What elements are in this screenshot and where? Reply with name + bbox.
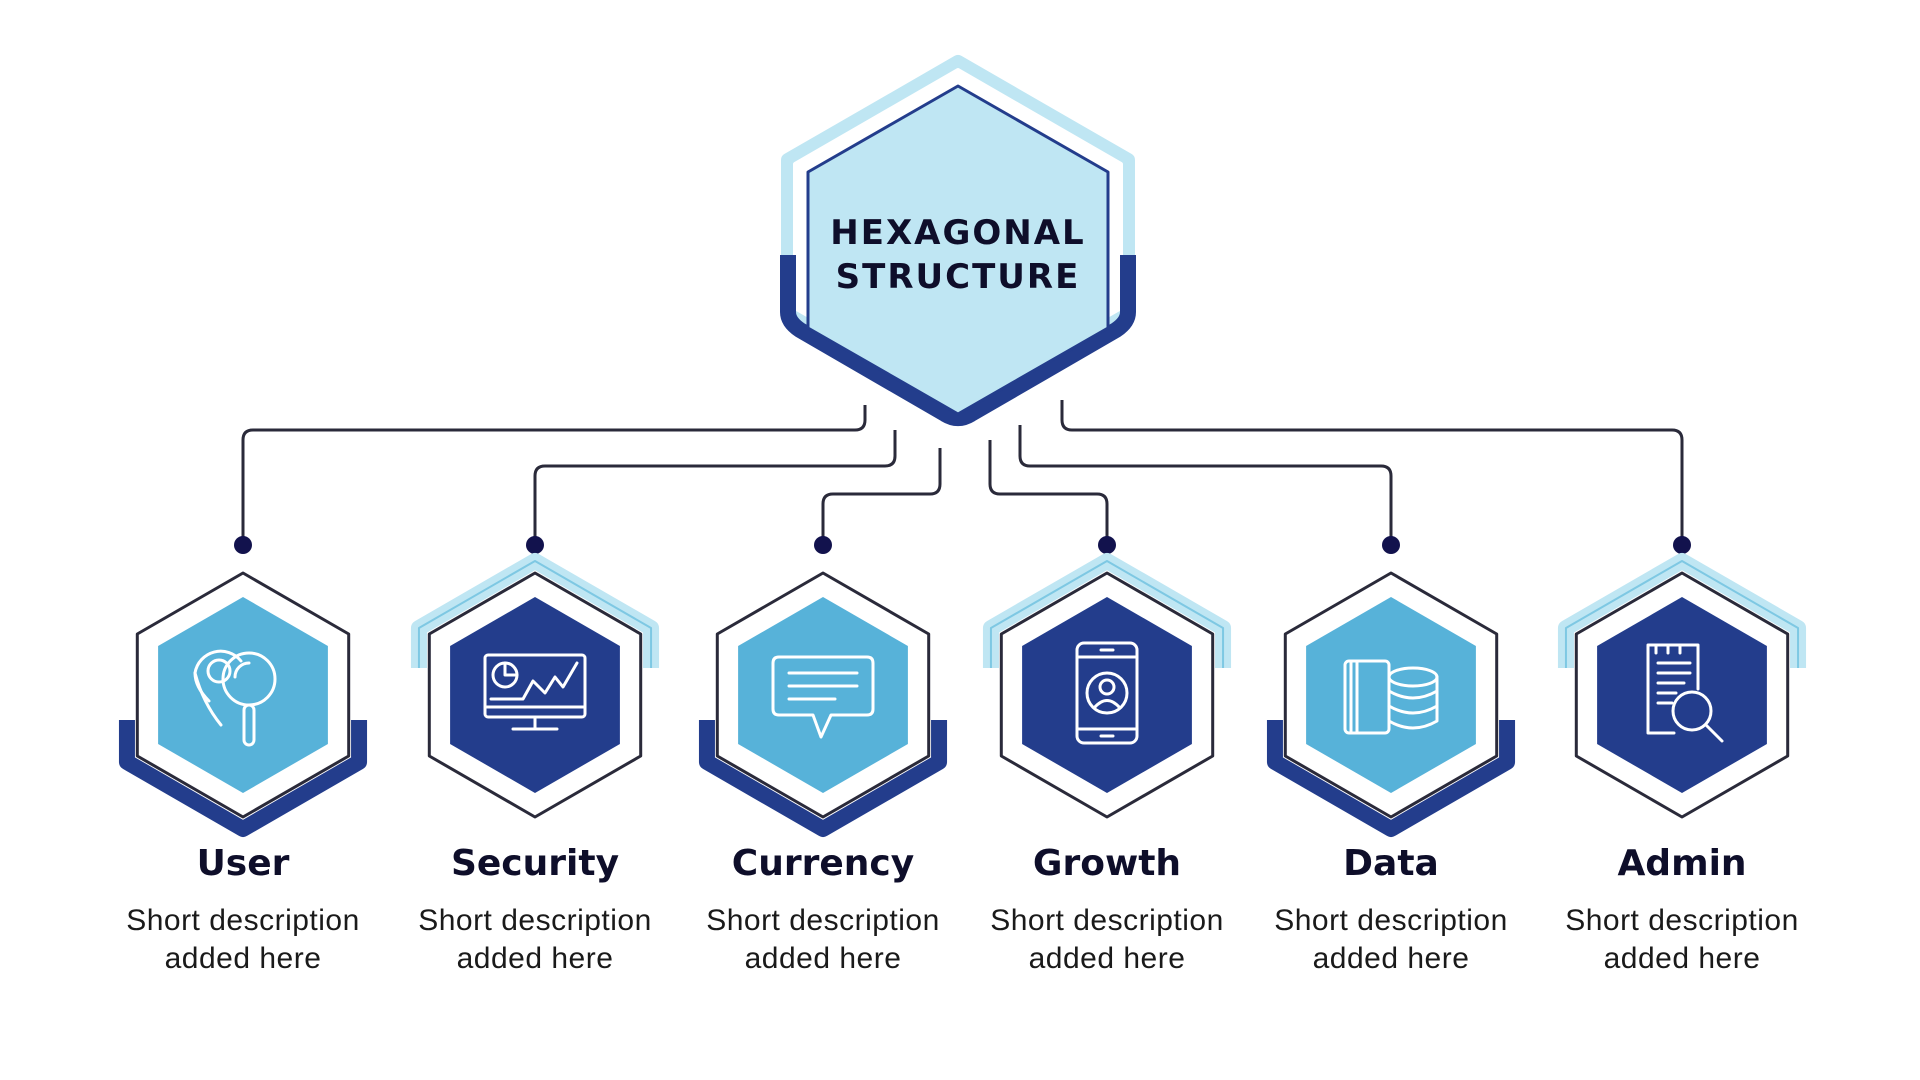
node-top-bracket-edge	[417, 560, 653, 668]
connector-admin	[1060, 400, 1684, 545]
node-desc-line2: added here	[165, 942, 322, 975]
node-title: User	[197, 843, 290, 884]
node-bottom-bracket	[1266, 720, 1516, 837]
node-desc-line1: Short description	[1274, 904, 1508, 937]
connector-security	[533, 430, 897, 545]
connector-currency	[821, 448, 942, 545]
node-bottom-bracket	[118, 720, 368, 837]
node-title: Currency	[732, 843, 914, 884]
node-title: Data	[1343, 843, 1439, 884]
node-desc-line1: Short description	[126, 904, 360, 937]
node-title: Security	[451, 843, 619, 884]
document-search-icon	[1646, 643, 1724, 743]
node-title: Growth	[1033, 843, 1181, 884]
node-desc-line2: added here	[1029, 942, 1186, 975]
location-search-icon	[193, 649, 277, 747]
node-desc-line2: added here	[457, 942, 614, 975]
node-bottom-bracket	[698, 720, 948, 837]
center-title-line2: STRUCTURE	[836, 257, 1081, 297]
node-desc-line1: Short description	[1565, 904, 1799, 937]
node-desc-line2: added here	[1313, 942, 1470, 975]
card-coins-icon	[1343, 659, 1439, 735]
node-inner-hex	[738, 597, 908, 793]
node-inner-hex	[1306, 597, 1476, 793]
center-title-line1: HEXAGONAL	[830, 213, 1085, 253]
node-top-bracket-edge	[989, 560, 1225, 668]
node-desc-line1: Short description	[706, 904, 940, 937]
connector-user	[241, 405, 867, 545]
node-desc-line2: added here	[745, 942, 902, 975]
node-desc-line2: added here	[1604, 942, 1761, 975]
connector-dot	[1382, 536, 1400, 554]
node-desc-line1: Short description	[418, 904, 652, 937]
node-desc-line1: Short description	[990, 904, 1224, 937]
connector-dot	[814, 536, 832, 554]
node-top-bracket-edge	[1564, 560, 1800, 668]
connector-dot	[234, 536, 252, 554]
node-title: Admin	[1617, 843, 1746, 884]
connectors	[241, 400, 1684, 545]
connector-data	[1018, 425, 1393, 545]
node-inner-hex	[450, 597, 620, 793]
smartphone-user-icon	[1075, 641, 1139, 745]
center-hexagon: HEXAGONAL STRUCTURE	[780, 55, 1136, 426]
center-hex-face	[806, 84, 1110, 416]
connector-dot	[1673, 536, 1691, 554]
connector-dot	[1098, 536, 1116, 554]
connector-growth	[988, 440, 1109, 545]
monitor-chart-icon	[483, 653, 587, 731]
center-hex-navy-base	[780, 255, 1136, 426]
connector-dot	[526, 536, 544, 554]
node-inner-hex	[158, 597, 328, 793]
chat-bubble-icon	[771, 655, 875, 739]
